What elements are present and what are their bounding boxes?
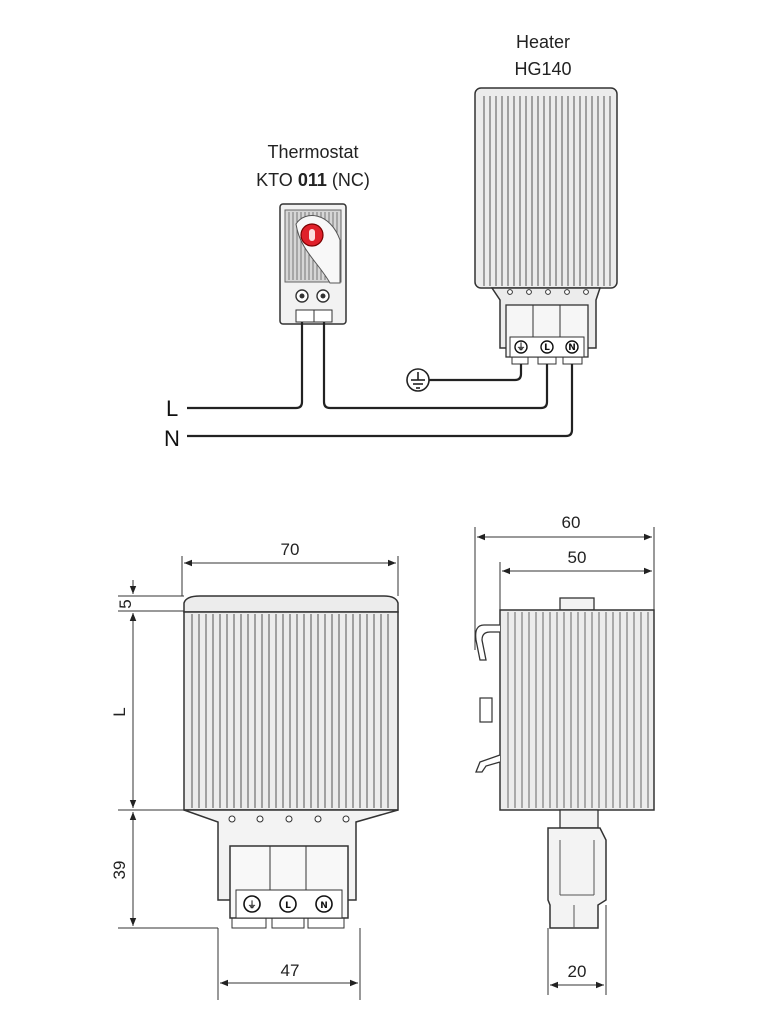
front-view: ⏚ L N xyxy=(183,595,399,929)
thermostat-label-line1: Thermostat xyxy=(267,142,358,162)
neutral-wire-label: N xyxy=(164,426,180,451)
thermostat-schematic xyxy=(279,203,347,325)
dim-top-cap: 5 xyxy=(116,599,135,608)
terminal-earth-glyph: ⏚ xyxy=(516,342,525,353)
side-dimension-lines xyxy=(474,527,655,995)
dim-bracket-width: 47 xyxy=(281,961,300,980)
front-line-terminal-icon xyxy=(279,895,297,913)
dim-depth-total: 60 xyxy=(562,513,581,532)
dim-depth-body: 50 xyxy=(568,548,587,567)
side-view xyxy=(475,597,655,929)
neutral-terminal-icon xyxy=(565,340,579,354)
dim-bracket-height: 39 xyxy=(110,861,129,880)
front-terminal-neutral-glyph: N xyxy=(320,901,328,911)
heater-label-line2: HG140 xyxy=(514,59,571,79)
front-terminal-earth-glyph: ⏚ xyxy=(247,900,256,911)
ground-symbol-icon xyxy=(406,368,430,392)
front-neutral-terminal-icon xyxy=(315,895,333,913)
line-wire-label: L xyxy=(166,396,178,421)
line-terminal-icon xyxy=(540,340,554,354)
terminal-neutral-glyph: N xyxy=(568,343,576,353)
terminal-line-glyph: L xyxy=(544,343,550,353)
dim-width-front: 70 xyxy=(281,540,300,559)
front-terminal-line-glyph: L xyxy=(285,901,291,911)
front-earth-terminal-icon xyxy=(243,895,261,913)
heater-schematic: ⏚ L N xyxy=(474,87,618,365)
front-dimension-lines xyxy=(118,556,399,1000)
earth-terminal-icon xyxy=(514,340,528,354)
dim-body-length: L xyxy=(110,707,129,716)
heater-label-line1: Heater xyxy=(516,32,570,52)
dim-clip-width: 20 xyxy=(568,962,587,981)
thermostat-label-line2: KTO 011 (NC) xyxy=(256,170,370,190)
wiring xyxy=(187,322,574,438)
